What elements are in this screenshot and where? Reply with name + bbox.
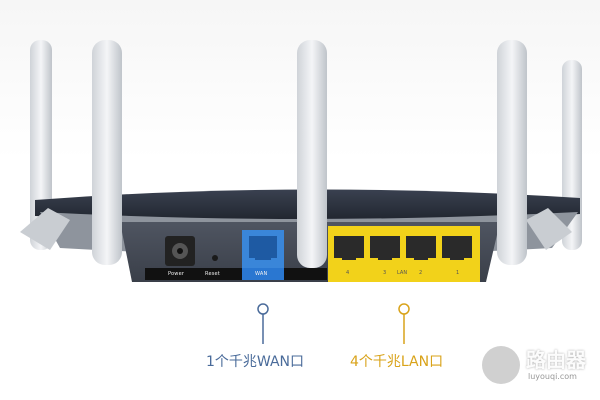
lan-caption: 4个千兆LAN口 [350,354,444,370]
wan-port-socket [249,236,277,258]
antenna-back-left [30,40,52,250]
lan-sockets [334,236,472,260]
lan-callout [398,303,410,344]
lan-number-3: 3 [383,270,387,276]
antenna-mount-right [526,208,572,250]
watermark-url: luyouqi.com [528,372,577,381]
antenna-front-left [92,40,122,265]
antenna-mount-left [20,208,70,250]
watermark: 路由器 luyouqi.com [482,342,592,390]
reset-label: Reset [205,271,220,277]
power-label: Power [168,271,185,277]
wan-callout [257,303,269,344]
lan-socket-3 [370,236,400,258]
lan-socket-2 [406,236,436,258]
antenna-front-right [497,40,527,265]
lan-number-4: 4 [346,270,350,276]
wan-caption: 1个千兆WAN口 [206,354,305,370]
reset-button [212,255,218,261]
lan-socket-1 [442,236,472,258]
lan-socket-4 [334,236,364,258]
wan-port-latch [255,254,271,260]
lan-label: LAN [397,270,408,276]
lan-number-1: 1 [456,270,460,276]
wan-label: WAN [255,271,268,277]
wan-label-bg [242,268,284,280]
lan-number-2: 2 [419,270,423,276]
antenna-front-center [297,40,327,268]
power-jack-pin [177,248,183,254]
watermark-title: 路由器 [526,348,586,372]
watermark-router-icon [482,346,520,384]
